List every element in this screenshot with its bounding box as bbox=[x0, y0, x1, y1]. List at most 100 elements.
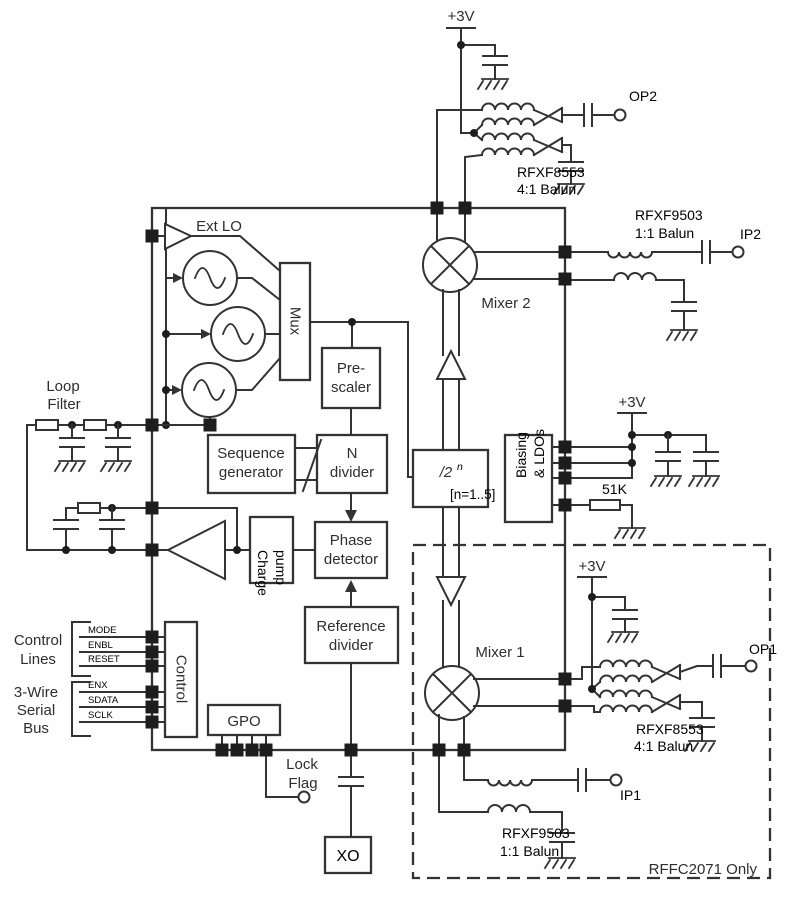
phase-detector-label-2: detector bbox=[324, 551, 378, 568]
ground-icon bbox=[544, 857, 576, 869]
coil-icon bbox=[480, 147, 536, 157]
mixer2-label: Mixer 2 bbox=[481, 295, 530, 312]
prescaler-block bbox=[320, 346, 382, 410]
coil-icon bbox=[612, 272, 658, 282]
biasing-label-2: & LDOs bbox=[531, 429, 547, 478]
op1-terminal bbox=[744, 659, 758, 673]
phase-detector-block bbox=[313, 520, 389, 580]
divider-2n-base: /2 bbox=[439, 464, 453, 481]
bracket-icon bbox=[71, 621, 91, 677]
ground-icon bbox=[614, 527, 646, 539]
balun-ip2-part: RFXF9503 bbox=[635, 207, 703, 223]
sequence-generator-block bbox=[206, 433, 297, 495]
control-label: Control bbox=[173, 655, 190, 703]
loop-filter-label-1: Loop bbox=[46, 378, 79, 395]
rffc2071-only-label: RFFC2071 Only bbox=[649, 861, 758, 878]
op1-label: OP1 bbox=[749, 641, 777, 657]
resistor-icon bbox=[77, 502, 101, 514]
chip-pins bbox=[145, 201, 572, 757]
coil-icon bbox=[480, 102, 536, 112]
coil-icon bbox=[480, 117, 536, 127]
mixer-1: Mixer 1 +3V bbox=[424, 558, 639, 751]
reference-divider-label-2: divider bbox=[329, 637, 373, 654]
coil-icon bbox=[480, 132, 536, 142]
coil-icon bbox=[598, 704, 654, 714]
seq-gen-label-2: generator bbox=[219, 464, 283, 481]
ground-icon bbox=[54, 460, 86, 472]
coil-icon bbox=[598, 674, 654, 684]
arrow-icon bbox=[173, 273, 183, 283]
reference-divider-label-1: Reference bbox=[316, 618, 385, 635]
divider-2n-range: [n=1..5] bbox=[450, 487, 495, 502]
serial-bus-label-3: Bus bbox=[23, 720, 49, 737]
seq-gen-label-1: Sequence bbox=[217, 445, 285, 462]
ground-icon bbox=[650, 475, 682, 487]
ip1-label: IP1 bbox=[620, 787, 641, 803]
loop-amp-icon bbox=[165, 519, 226, 581]
biasing-label-1: Biasing bbox=[513, 432, 529, 478]
lo-divider-chain: /2 n [n=1..5] bbox=[411, 289, 495, 669]
control-lines-label-1: Control bbox=[14, 632, 62, 649]
phase-detector-label-1: Phase bbox=[330, 532, 373, 549]
lock-flag-label-1: Lock bbox=[286, 756, 318, 773]
resistor-icon bbox=[589, 499, 621, 511]
lock-flag-terminal bbox=[297, 790, 311, 804]
n-divider-label-2: divider bbox=[330, 464, 374, 481]
lock-flag-label-2: Flag bbox=[288, 775, 317, 792]
supply-top-label: +3V bbox=[447, 8, 474, 25]
control-lines-label-2: Lines bbox=[20, 651, 56, 668]
mux-label: Mux bbox=[287, 307, 304, 336]
pin-label-enbl: ENBL bbox=[88, 640, 113, 651]
pll-core: Pre- scaler Sequence generator N divider… bbox=[151, 346, 400, 665]
balun-op2: OP2 RFXF8553 4:1 Balun bbox=[436, 88, 657, 209]
ground-icon bbox=[688, 475, 720, 487]
loop-filter: Loop Filter bbox=[26, 378, 211, 554]
control-section: Control MODE ENBL RESET ENX SDATA SCLK C… bbox=[14, 620, 199, 739]
supply-top: +3V bbox=[446, 8, 509, 134]
pin-label-sdata: SDATA bbox=[88, 695, 119, 706]
gpo-label: GPO bbox=[227, 713, 260, 730]
ext-lo-label: Ext LO bbox=[196, 218, 242, 235]
xo-section: XO bbox=[323, 662, 373, 875]
charge-pump-label-2: pump bbox=[273, 550, 289, 585]
loop-filter-label-2: Filter bbox=[47, 396, 80, 413]
gpo-block bbox=[206, 703, 282, 737]
n-divider-label-1: N bbox=[347, 445, 358, 462]
op2-terminal bbox=[613, 108, 627, 122]
xo-block bbox=[323, 835, 373, 875]
coil-icon bbox=[486, 804, 532, 814]
balun-ip2-ratio: 1:1 Balun bbox=[635, 225, 694, 241]
prescaler-label-1: Pre- bbox=[337, 360, 365, 377]
coil-icon bbox=[606, 250, 654, 259]
resistor-icon bbox=[35, 419, 59, 431]
prescaler-label-2: scaler bbox=[331, 379, 371, 396]
arrow-icon bbox=[172, 385, 182, 395]
mux-block bbox=[278, 261, 312, 382]
ground-icon bbox=[666, 329, 698, 341]
coil-icon bbox=[486, 778, 534, 787]
r51k-label: 51K bbox=[602, 481, 628, 497]
resistor-icon bbox=[83, 419, 107, 431]
pin-label-enx: ENX bbox=[88, 680, 108, 691]
lo-section: Ext LO Mux bbox=[151, 207, 414, 478]
balun-op1-ratio: 4:1 Balun bbox=[634, 738, 693, 754]
supply-bias-label: +3V bbox=[618, 394, 645, 411]
lo-amp-up-icon bbox=[435, 348, 467, 380]
reference-divider-block bbox=[303, 605, 400, 665]
supply-mixer1-label: +3V bbox=[578, 558, 605, 575]
pin-label-mode: MODE bbox=[88, 625, 117, 636]
balun-op2-ratio: 4:1 Balun bbox=[517, 181, 576, 197]
gpo-section: GPO Lock Flag bbox=[206, 703, 318, 804]
pin-label-sclk: SCLK bbox=[88, 710, 113, 721]
op2-label: OP2 bbox=[629, 88, 657, 104]
serial-bus-label-2: Serial bbox=[17, 702, 55, 719]
ground-icon bbox=[477, 78, 509, 90]
balun-op1-part: RFXF8553 bbox=[636, 721, 704, 737]
divider-2n-block bbox=[411, 448, 490, 509]
ip2-label: IP2 bbox=[740, 226, 761, 242]
coil-icon bbox=[598, 659, 654, 669]
ip1-terminal bbox=[609, 773, 623, 787]
balun-ip1: IP1 RFXF9503 1:1 Balun bbox=[438, 749, 641, 869]
